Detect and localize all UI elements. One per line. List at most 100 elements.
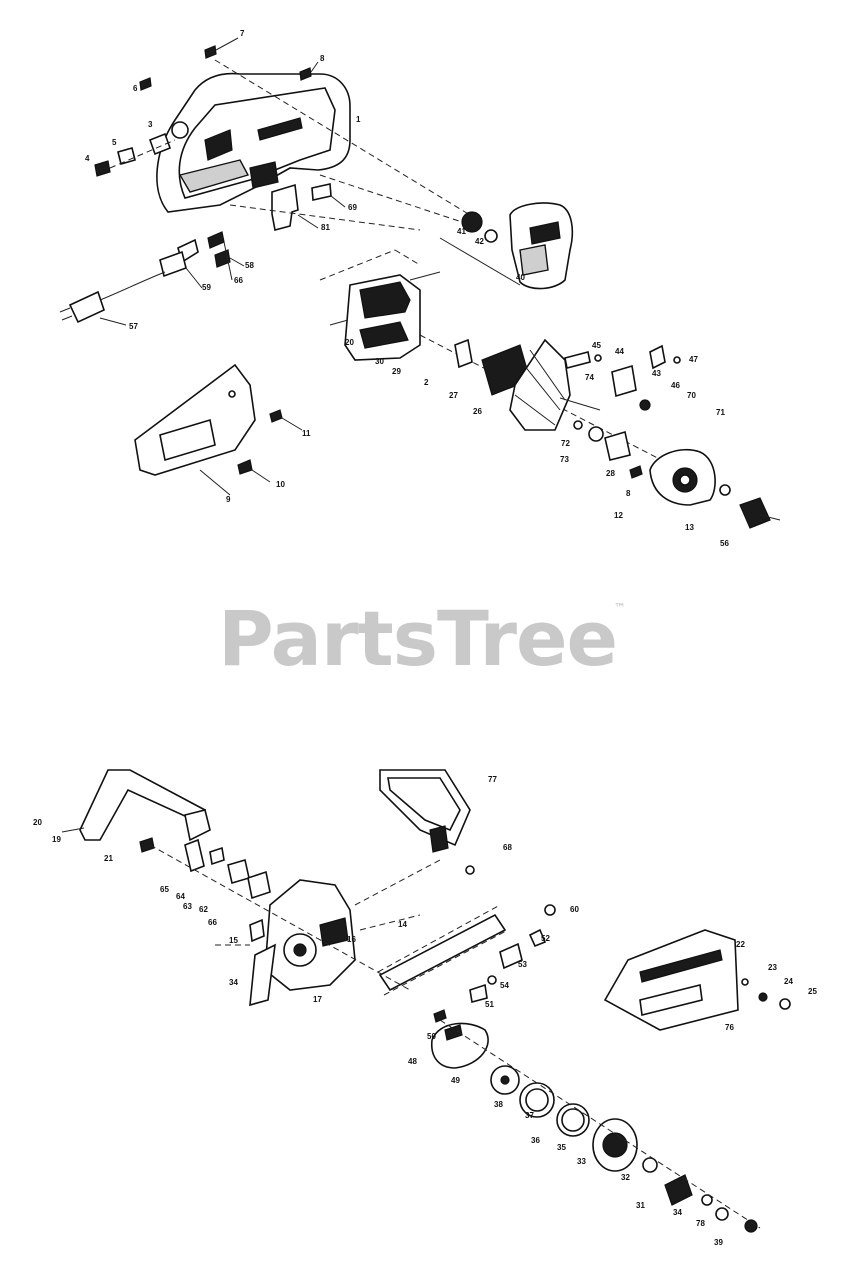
trademark-symbol: ™	[614, 601, 626, 615]
upper-assembly	[59, 37, 781, 529]
power-cord	[59, 231, 245, 326]
motor-housing	[156, 72, 351, 213]
callout-label-32: 32	[621, 1173, 630, 1182]
callout-label-10: 10	[276, 480, 285, 489]
callout-label-54: 54	[500, 981, 509, 990]
gear-case	[439, 202, 574, 290]
brake-band	[430, 1022, 489, 1069]
callout-label-4: 4	[85, 154, 90, 163]
callout-label-71: 71	[716, 408, 725, 417]
callout-label-33: 33	[577, 1157, 586, 1166]
brush-holder	[564, 344, 681, 411]
chain-guard	[379, 769, 475, 875]
callout-label-27: 27	[449, 391, 458, 400]
bar-handle-small-parts	[139, 837, 271, 900]
front-handle	[61, 769, 211, 842]
callout-label-38: 38	[494, 1100, 503, 1109]
armature	[454, 338, 601, 431]
callout-label-58: 58	[245, 261, 254, 270]
callout-label-3: 3	[148, 120, 153, 129]
callout-label-73: 73	[560, 455, 569, 464]
guide-bar	[377, 904, 509, 996]
callout-label-35: 35	[557, 1143, 566, 1152]
callout-label-42: 42	[475, 237, 484, 246]
callout-label-78: 78	[696, 1219, 705, 1228]
callout-label-28: 28	[606, 469, 615, 478]
callout-label-22: 22	[736, 940, 745, 949]
callout-label-48: 48	[408, 1057, 417, 1066]
callout-label-6: 6	[133, 84, 138, 93]
callout-label-34: 34	[229, 978, 238, 987]
callout-label-7: 7	[240, 29, 245, 38]
top-screws	[139, 37, 319, 91]
callout-label-17: 17	[313, 995, 322, 1004]
callout-label-14: 14	[398, 920, 407, 929]
callout-label-81: 81	[321, 223, 330, 232]
callout-label-15: 15	[229, 936, 238, 945]
callout-label-21: 21	[104, 854, 113, 863]
callout-label-57: 57	[129, 322, 138, 331]
oiler-parts	[433, 904, 556, 1023]
callout-label-40: 40	[516, 273, 525, 282]
watermark: PartsTree ™	[218, 594, 638, 684]
callout-label-65: 65	[160, 885, 169, 894]
callout-label-52: 52	[541, 934, 550, 943]
callout-label-19: 19	[52, 835, 61, 844]
lower-assembly	[61, 769, 791, 1233]
callout-label-5: 5	[112, 138, 117, 147]
callout-label-60: 60	[570, 905, 579, 914]
callout-label-2: 2	[424, 378, 429, 387]
switch-parts	[94, 132, 176, 177]
callout-label-64: 64	[176, 892, 185, 901]
callout-label-44: 44	[615, 347, 624, 356]
callout-label-31: 31	[636, 1201, 645, 1210]
clutch-stack	[490, 1065, 758, 1233]
bearings	[573, 420, 631, 461]
callout-label-20: 20	[33, 818, 42, 827]
callout-label-37: 37	[525, 1111, 534, 1120]
callout-label-51: 51	[485, 1000, 494, 1009]
callout-label-59: 59	[202, 283, 211, 292]
callout-label-25: 25	[808, 987, 817, 996]
callout-label-36: 36	[531, 1136, 540, 1145]
callout-label-16: 16	[347, 935, 356, 944]
end-bracket	[629, 448, 781, 529]
callout-label-47: 47	[689, 355, 698, 364]
callout-label-43: 43	[652, 369, 661, 378]
callout-label-46: 46	[671, 381, 680, 390]
watermark-text: PartsTree	[218, 594, 618, 683]
field-coil	[319, 249, 441, 361]
callout-label-77: 77	[488, 775, 497, 784]
callout-label-76: 76	[725, 1023, 734, 1032]
callout-label-29: 29	[392, 367, 401, 376]
callout-label-68: 68	[503, 843, 512, 852]
side-cover	[603, 929, 791, 1031]
rear-handle	[134, 363, 303, 496]
callout-label-63: 63	[183, 902, 192, 911]
callout-label-49: 49	[451, 1076, 460, 1085]
callout-label-72: 72	[561, 439, 570, 448]
callout-label-66: 66	[208, 918, 217, 927]
callout-label-13: 13	[685, 523, 694, 532]
callout-label-9: 9	[226, 495, 231, 504]
callout-label-50: 50	[427, 1032, 436, 1041]
callout-label-20: 20	[345, 338, 354, 347]
callout-label-8: 8	[626, 489, 631, 498]
callout-label-69: 69	[348, 203, 357, 212]
callout-label-1: 1	[356, 115, 361, 124]
callout-label-24: 24	[784, 977, 793, 986]
callout-label-62: 62	[199, 905, 208, 914]
callout-label-34: 34	[673, 1208, 682, 1217]
callout-label-23: 23	[768, 963, 777, 972]
callout-label-70: 70	[687, 391, 696, 400]
callout-label-53: 53	[518, 960, 527, 969]
callout-label-26: 26	[473, 407, 482, 416]
chain-case-body	[249, 879, 356, 1007]
callout-label-11: 11	[302, 429, 311, 438]
callout-label-41: 41	[457, 227, 466, 236]
callout-label-12: 12	[614, 511, 623, 520]
callout-label-45: 45	[592, 341, 601, 350]
callout-label-39: 39	[714, 1238, 723, 1247]
